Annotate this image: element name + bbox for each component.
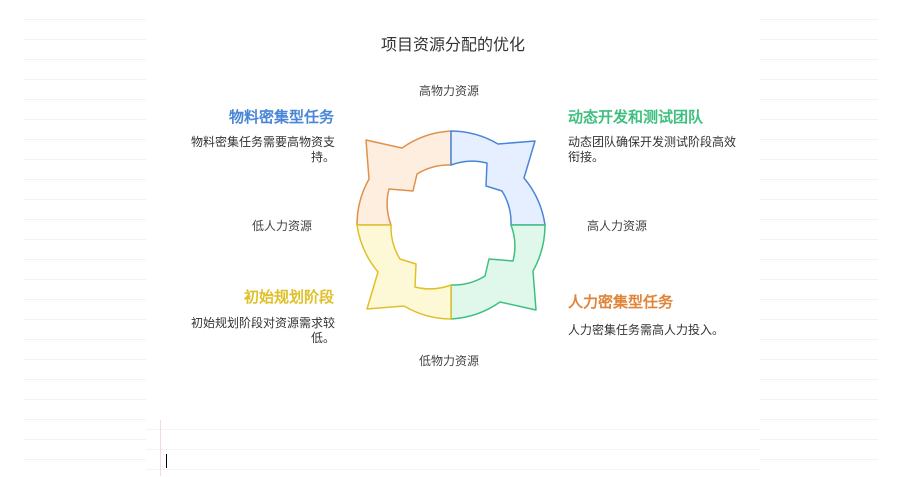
editor-guide-line [160, 420, 161, 476]
axis-label-right: 高人力资源 [587, 219, 648, 233]
cycle-arrow-bottom-left [356, 224, 452, 320]
quadrant-heading-bottom-left: 初始规划阶段 [243, 288, 334, 306]
diagram-title: 项目资源分配的优化 [380, 35, 525, 54]
cycle-arrow-top-left [356, 130, 452, 226]
text-cursor [166, 454, 167, 468]
quadrant-description-bottom-left: 初始规划阶段对资源需求较低。 [190, 316, 335, 345]
ruled-lines-bottom [146, 410, 760, 470]
cycle-arrow-bottom-right [450, 224, 546, 320]
axis-label-bottom: 低物力资源 [419, 354, 480, 368]
quadrant-heading-top-left: 物料密集型任务 [228, 108, 334, 126]
quadrant-heading-bottom-right: 人力密集型任务 [568, 293, 674, 311]
ruled-lines-right [760, 0, 878, 477]
quadrant-heading-top-right: 动态开发和测试团队 [568, 108, 704, 126]
quadrant-description-top-left: 物料密集任务需要高物资支持。 [190, 135, 335, 164]
axis-label-left: 低人力资源 [252, 219, 313, 233]
quadrant-description-top-right: 动态团队确保开发测试阶段高效衔接。 [568, 135, 737, 164]
quadrant-description-bottom-right: 人力密集任务需高人力投入。 [568, 323, 725, 337]
ruled-lines-left [24, 0, 146, 477]
axis-label-top: 高物力资源 [419, 84, 480, 98]
cycle-arrow-top-right [450, 130, 546, 226]
